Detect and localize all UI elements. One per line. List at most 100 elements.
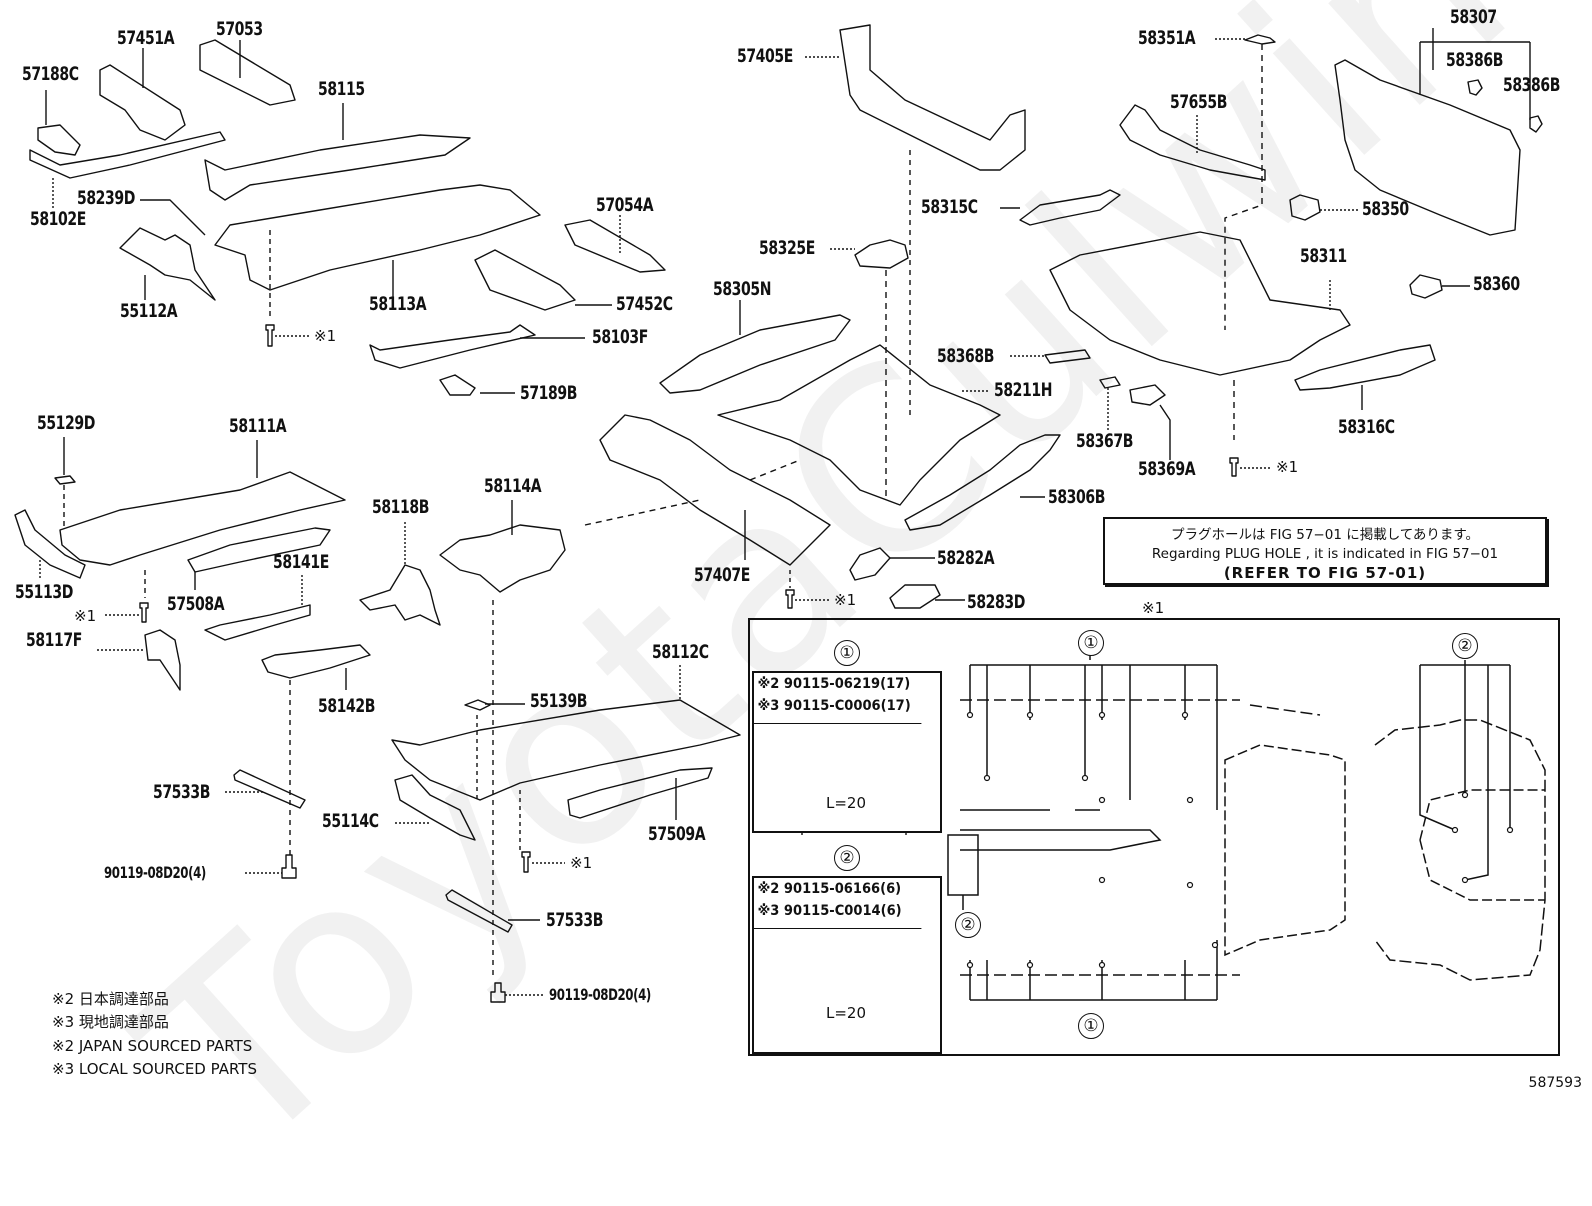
part-58111A-drawing [59, 471, 346, 566]
part-58368B-drawing [1044, 349, 1091, 364]
parts-diagram: ToyotaCulwine.net [14, 0, 1592, 1206]
fastener-2-local-part[interactable]: ※3 90115-C0014(6) [754, 900, 922, 929]
part-label-58115[interactable]: 58115 [318, 78, 365, 100]
part-label-57053[interactable]: 57053 [216, 18, 263, 40]
part-label-58325E[interactable]: 58325E [759, 237, 815, 259]
part-label-58360[interactable]: 58360 [1473, 273, 1520, 295]
part-label-58282A[interactable]: 58282A [937, 547, 995, 569]
part-label-55114C[interactable]: 55114C [322, 810, 379, 832]
part-label-58111A[interactable]: 58111A [229, 415, 287, 437]
part-label-58311[interactable]: 58311 [1300, 245, 1347, 267]
part-label-58306B[interactable]: 58306B [1048, 486, 1105, 508]
ref-star-1: ※1 [314, 327, 337, 345]
inset-title: ※1 [1142, 599, 1165, 617]
legend-local-sourced-jp: ※3 現地調達部品 [52, 1013, 169, 1031]
part-label-58102E[interactable]: 58102E [30, 208, 86, 230]
part-label-57188C[interactable]: 57188C [22, 63, 79, 85]
part-label-58114A[interactable]: 58114A [484, 475, 542, 497]
fastener-1-local-part[interactable]: ※3 90115-C0006(17) [754, 695, 922, 724]
schematic-marker-2-left: ② [955, 912, 981, 938]
inset-schematic [947, 655, 1546, 1001]
part-55114C-drawing [394, 774, 476, 841]
part-label-58369A[interactable]: 58369A [1138, 458, 1196, 480]
part-label-58386B-right[interactable]: 58386B [1503, 74, 1560, 96]
part-label-57451A[interactable]: 57451A [117, 27, 175, 49]
plug-note-refer-link[interactable]: (REFER TO FIG 57-01) [1223, 564, 1427, 582]
part-label-58307[interactable]: 58307 [1450, 6, 1497, 28]
part-58114A-drawing [439, 524, 566, 593]
leader-58307 [1419, 28, 1531, 120]
part-label-58103F[interactable]: 58103F [592, 326, 648, 348]
ref-star-1: ※1 [570, 854, 593, 872]
fastener-1-japan-part[interactable]: ※2 90115-06219(17) [757, 676, 911, 692]
part-label-58368B[interactable]: 58368B [937, 345, 994, 367]
part-label-58305N[interactable]: 58305N [713, 278, 772, 300]
part-58211H-drawing [717, 344, 1001, 506]
part-label-58315C[interactable]: 58315C [921, 196, 978, 218]
fastener-2-length: L=20 [826, 1004, 867, 1022]
part-label-90119-08D20-left[interactable]: 90119-08D20(4) [104, 863, 206, 882]
fastener-2-marker: ② [834, 845, 860, 871]
part-label-58211H[interactable]: 58211H [994, 379, 1053, 401]
ref-star-1: ※1 [74, 607, 97, 625]
part-58367B-drawing [1099, 376, 1121, 389]
legend-japan-sourced-jp: ※2 日本調達部品 [52, 990, 169, 1008]
part-label-57189B[interactable]: 57189B [520, 382, 577, 404]
part-label-58117F[interactable]: 58117F [26, 629, 82, 651]
schematic-marker-1-top: ① [1078, 630, 1104, 656]
part-label-57533B-right[interactable]: 57533B [546, 909, 603, 931]
part-label-57655B[interactable]: 57655B [1170, 91, 1227, 113]
part-label-58283D[interactable]: 58283D [967, 591, 1025, 613]
part-label-58316C[interactable]: 58316C [1338, 416, 1395, 438]
part-57509A-drawing [567, 767, 713, 819]
part-label-57508A[interactable]: 57508A [167, 593, 225, 615]
fastener-2-japan-part[interactable]: ※2 90115-06166(6) [757, 881, 902, 897]
part-58350-drawing [1289, 194, 1321, 221]
part-label-58386B-left[interactable]: 58386B [1446, 49, 1503, 71]
part-label-58351A[interactable]: 58351A [1138, 27, 1196, 49]
plug-note-english: Regarding PLUG HOLE , it is indicated in… [1151, 546, 1499, 562]
part-label-90119-08D20-right[interactable]: 90119-08D20(4) [549, 985, 651, 1004]
part-58102E-drawing [29, 131, 226, 179]
part-label-55112A[interactable]: 55112A [120, 300, 178, 322]
part-label-58239D[interactable]: 58239D [77, 187, 135, 209]
part-58369A-drawing [1129, 384, 1166, 406]
part-58282A-drawing [849, 547, 891, 581]
bolt-icon [785, 589, 795, 609]
part-label-58112C[interactable]: 58112C [652, 641, 709, 663]
part-label-58350[interactable]: 58350 [1362, 198, 1409, 220]
leader-58239D [140, 199, 206, 236]
bolt-icon [281, 854, 297, 879]
part-label-57452C[interactable]: 57452C [616, 293, 673, 315]
schematic-marker-1-bottom: ① [1078, 1013, 1104, 1039]
part-58118B-drawing [359, 564, 441, 626]
part-label-57509A[interactable]: 57509A [648, 823, 706, 845]
part-57452C-drawing [474, 249, 576, 311]
schematic-marker-2-right: ② [1452, 633, 1478, 659]
part-label-55113D[interactable]: 55113D [15, 581, 73, 603]
fastener-inset [748, 618, 1560, 1056]
part-label-57054A[interactable]: 57054A [596, 194, 654, 216]
inset-fastener-points [966, 711, 1514, 969]
part-label-57405E[interactable]: 57405E [737, 45, 793, 67]
part-58305N-drawing [659, 314, 851, 394]
part-label-58141E[interactable]: 58141E [273, 551, 329, 573]
part-label-58113A[interactable]: 58113A [369, 293, 427, 315]
part-58386B-drawing [1467, 79, 1483, 96]
bolt-icon [1229, 457, 1239, 477]
figure-number: 587593 [1528, 1075, 1582, 1091]
fastener-1-marker: ① [834, 640, 860, 666]
part-label-57533B-left[interactable]: 57533B [153, 781, 210, 803]
part-label-58118B[interactable]: 58118B [372, 496, 429, 518]
part-label-57407E[interactable]: 57407E [694, 564, 750, 586]
part-label-58142B[interactable]: 58142B [318, 695, 375, 717]
part-58360-drawing [1409, 274, 1443, 299]
part-58311-drawing [1049, 231, 1351, 376]
part-label-58367B[interactable]: 58367B [1076, 430, 1133, 452]
part-label-55139B[interactable]: 55139B [530, 690, 587, 712]
legend-local-sourced-en: ※3 LOCAL SOURCED PARTS [52, 1060, 257, 1078]
part-58307-drawing [1334, 59, 1521, 236]
part-label-55129D[interactable]: 55129D [37, 412, 95, 434]
bolt-icon [139, 602, 149, 623]
part-55113D-drawing [14, 509, 86, 579]
